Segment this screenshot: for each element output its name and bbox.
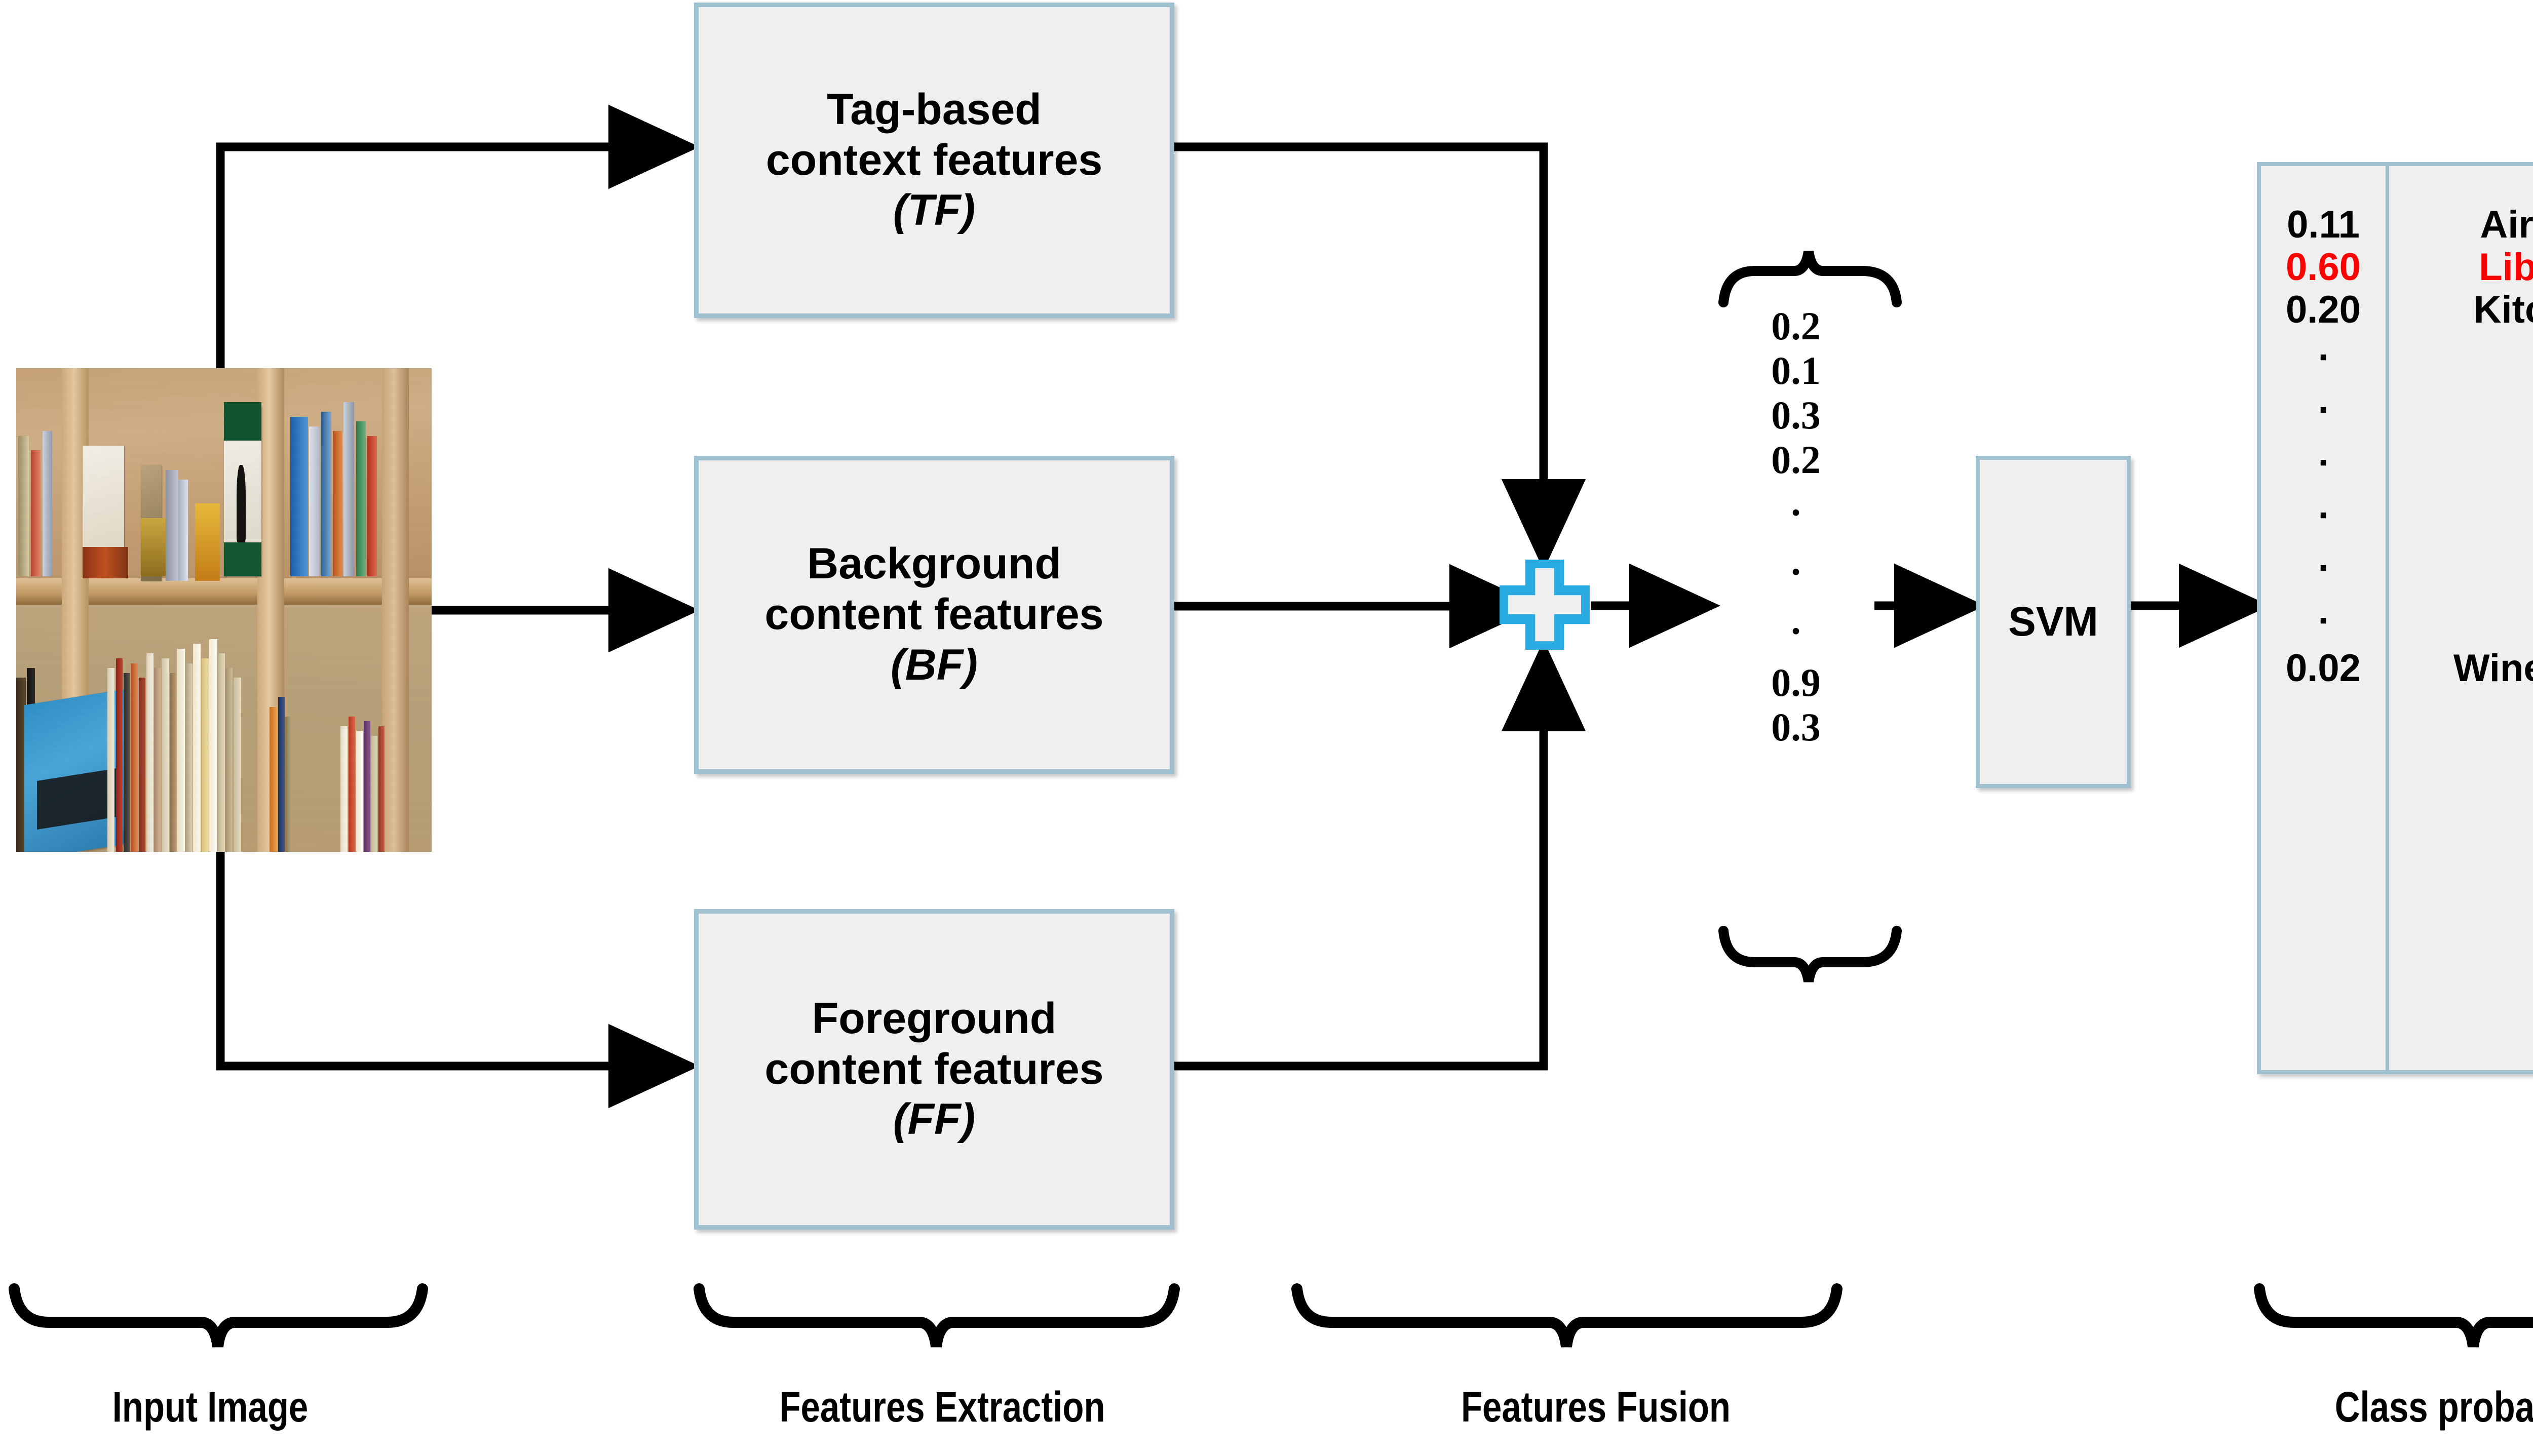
probability-ellipsis: ∙ [2318, 388, 2329, 431]
wire-image-to-tf [216, 104, 700, 391]
class-probabilities-panel[interactable]: 0.11 0.60 0.20 ∙ ∙ ∙ ∙ ∙ ∙ 0.02 Airport … [2257, 162, 2533, 1074]
box-line-1: Tag-based [827, 85, 1042, 134]
caption-features-extraction: Features Extraction [779, 1383, 1105, 1431]
box-abbr: (FF) [893, 1095, 976, 1144]
probability-value: 0.02 [2286, 646, 2361, 690]
tag-based-context-features-box[interactable]: Tag-based context features (TF) [694, 3, 1174, 318]
vector-brace-top [1718, 251, 1902, 307]
vector-ellipsis: ∙ [1791, 490, 1801, 534]
probability-value: 0.20 [2286, 288, 2361, 331]
wire-image-to-ff [216, 831, 700, 1109]
probability-value-highlighted: 0.60 [2286, 245, 2361, 289]
box-line-1: Background [807, 539, 1061, 588]
class-label: Winecelar [2453, 646, 2533, 690]
wire-tf-to-fusion [1167, 142, 1586, 571]
svm-classifier-box[interactable]: SVM [1976, 456, 2131, 788]
box-abbr: (TF) [893, 186, 976, 235]
box-line-1: Foreground [812, 994, 1057, 1043]
box-line-2: content features [764, 590, 1104, 639]
class-label-column: Airport Library Kitchen ∙ ∙ ∙ ∙ ∙ ∙ Wine… [2386, 166, 2533, 1070]
wire-ff-to-fusion [1167, 640, 1586, 1071]
vector-ellipsis: ∙ [1791, 608, 1801, 653]
caption-brace-fusion [1291, 1283, 1843, 1348]
probability-ellipsis: ∙ [2318, 335, 2329, 379]
caption-features-fusion: Features Fusion [1461, 1383, 1731, 1431]
caption-brace-extraction [694, 1283, 1180, 1348]
probability-column: 0.11 0.60 0.20 ∙ ∙ ∙ ∙ ∙ ∙ 0.02 [2261, 166, 2386, 1070]
foreground-content-features-box[interactable]: Foreground content features (FF) [694, 909, 1174, 1230]
input-image[interactable] [16, 368, 432, 852]
probability-ellipsis: ∙ [2318, 546, 2329, 589]
vector-value: 0.3 [1771, 393, 1821, 438]
background-content-features-box[interactable]: Background content features (BF) [694, 456, 1174, 774]
vector-brace-bottom [1718, 926, 1902, 982]
probability-ellipsis: ∙ [2318, 493, 2329, 537]
vector-ellipsis: ∙ [1791, 549, 1801, 594]
probability-value: 0.11 [2287, 203, 2360, 246]
vector-value: 0.3 [1771, 704, 1821, 749]
fused-feature-vector: 0.2 0.1 0.3 0.2 ∙ ∙ ∙ 0.9 0.3 [1720, 304, 1872, 750]
box-abbr: (BF) [891, 640, 978, 689]
caption-input-image: Input Image [112, 1383, 309, 1431]
box-line-2: content features [764, 1044, 1104, 1093]
class-label: Airport [2480, 203, 2533, 246]
caption-brace-probabilities [2254, 1283, 2533, 1348]
vector-value: 0.2 [1771, 304, 1821, 348]
svm-label: SVM [2008, 599, 2098, 645]
vector-value: 0.9 [1771, 660, 1821, 704]
caption-brace-input [9, 1283, 428, 1348]
vector-value: 0.1 [1771, 348, 1821, 393]
probability-ellipsis: ∙ [2318, 441, 2329, 484]
class-label: Kitchen [2473, 288, 2533, 331]
caption-class-probabilities: Class probabilities [2334, 1383, 2533, 1431]
vector-value: 0.2 [1771, 438, 1821, 482]
class-label-highlighted: Library [2479, 245, 2533, 289]
box-line-2: context features [765, 135, 1103, 184]
probability-ellipsis: ∙ [2318, 599, 2329, 642]
fusion-plus-icon[interactable] [1498, 558, 1591, 651]
